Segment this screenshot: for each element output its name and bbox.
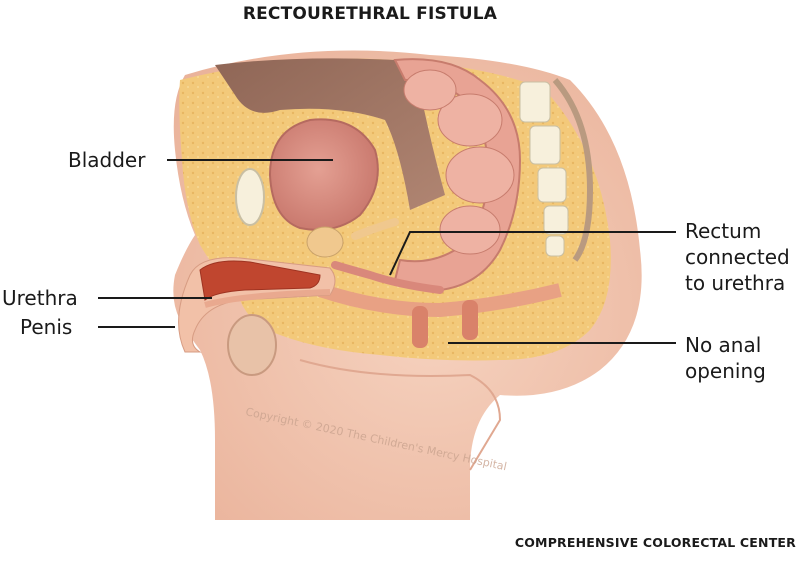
label-rectum-line1: Rectum <box>685 218 790 244</box>
label-urethra: Urethra <box>2 285 78 311</box>
diagram-title: RECTOURETHRAL FISTULA <box>0 4 740 24</box>
bladder <box>270 119 378 229</box>
prostate <box>307 227 343 257</box>
label-rectum-line2: connected <box>685 244 790 270</box>
label-rectum: Rectum connected to urethra <box>685 218 790 296</box>
label-penis: Penis <box>20 314 72 340</box>
label-anal-line2: opening <box>685 358 766 384</box>
label-anal-line1: No anal <box>685 332 766 358</box>
label-bladder: Bladder <box>68 147 145 173</box>
label-rectum-line3: to urethra <box>685 270 790 296</box>
testicle <box>228 315 276 375</box>
pubic-bone <box>236 169 264 225</box>
footer-center-name: COMPREHENSIVE COLORECTAL CENTER <box>515 535 796 550</box>
label-no-anal-opening: No anal opening <box>685 332 766 384</box>
